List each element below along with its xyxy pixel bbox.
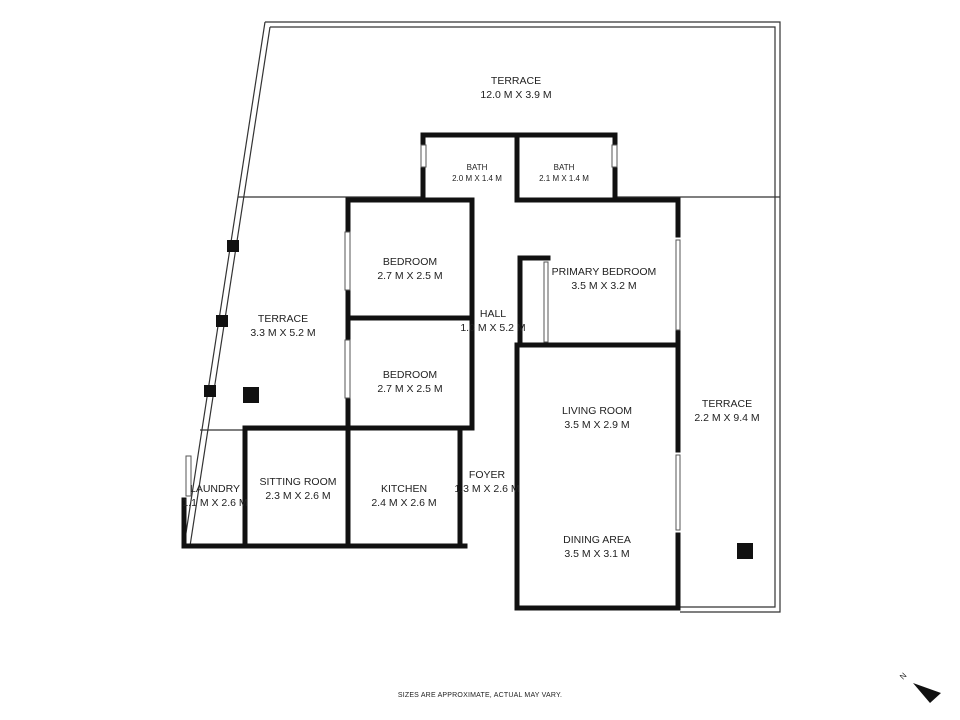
compass: N	[898, 671, 941, 703]
room-hall: HALL 1.0 M X 5.2 M	[460, 308, 525, 334]
room-laundry: LAUNDRY 1.1 M X 2.6 M	[182, 483, 247, 509]
room-name: LIVING ROOM	[562, 405, 632, 417]
room-name: BATH	[467, 163, 488, 172]
room-size: 2.0 M X 1.4 M	[452, 174, 502, 183]
room-living: LIVING ROOM 3.5 M X 2.9 M	[562, 405, 632, 431]
room-name: TERRACE	[258, 313, 308, 325]
room-name: BATH	[554, 163, 575, 172]
compass-arrow-icon	[913, 683, 941, 703]
windows	[185, 144, 681, 531]
room-name: LAUNDRY	[190, 483, 240, 495]
room-name: BEDROOM	[383, 256, 437, 268]
room-terrace-right: TERRACE 2.2 M X 9.4 M	[694, 398, 759, 424]
room-name: DINING AREA	[563, 534, 631, 546]
room-size: 1.0 M X 5.2 M	[460, 322, 525, 334]
room-size: 3.5 M X 2.9 M	[564, 419, 629, 431]
room-bath-1: BATH 2.0 M X 1.4 M	[452, 163, 502, 183]
room-name: TERRACE	[702, 398, 752, 410]
room-name: KITCHEN	[381, 483, 427, 495]
pillars	[204, 240, 753, 559]
room-size: 1.3 M X 2.6 M	[454, 483, 519, 495]
room-size: 2.1 M X 1.4 M	[539, 174, 589, 183]
room-name: FOYER	[469, 469, 506, 481]
room-foyer: FOYER 1.3 M X 2.6 M	[454, 469, 519, 495]
compass-north-label: N	[898, 671, 909, 682]
room-sitting: SITTING ROOM 2.3 M X 2.6 M	[260, 476, 337, 502]
room-name: SITTING ROOM	[260, 476, 337, 488]
room-terrace-left: TERRACE 3.3 M X 5.2 M	[250, 313, 315, 339]
room-bath-2: BATH 2.1 M X 1.4 M	[539, 163, 589, 183]
room-name: PRIMARY BEDROOM	[552, 266, 657, 278]
room-terrace-top: TERRACE 12.0 M X 3.9 M	[480, 75, 551, 101]
room-size: 1.1 M X 2.6 M	[182, 497, 247, 509]
room-name: HALL	[480, 308, 506, 320]
room-size: 2.7 M X 2.5 M	[377, 270, 442, 282]
room-dining: DINING AREA 3.5 M X 3.1 M	[563, 534, 631, 560]
room-primary-bedroom: PRIMARY BEDROOM 3.5 M X 3.2 M	[552, 266, 657, 292]
room-size: 2.7 M X 2.5 M	[377, 383, 442, 395]
room-bedroom-2: BEDROOM 2.7 M X 2.5 M	[377, 369, 442, 395]
terrace-outline	[183, 21, 781, 613]
walls	[181, 132, 681, 611]
room-name: TERRACE	[491, 75, 541, 87]
room-name: BEDROOM	[383, 369, 437, 381]
room-size: 3.3 M X 5.2 M	[250, 327, 315, 339]
room-size: 2.4 M X 2.6 M	[371, 497, 436, 509]
room-size: 2.3 M X 2.6 M	[265, 490, 330, 502]
room-size: 3.5 M X 3.2 M	[571, 280, 636, 292]
room-kitchen: KITCHEN 2.4 M X 2.6 M	[371, 483, 436, 509]
room-size: 12.0 M X 3.9 M	[480, 89, 551, 101]
disclaimer-text: SIZES ARE APPROXIMATE, ACTUAL MAY VARY.	[398, 692, 562, 699]
room-size: 2.2 M X 9.4 M	[694, 412, 759, 424]
room-size: 3.5 M X 3.1 M	[564, 548, 629, 560]
room-bedroom-1: BEDROOM 2.7 M X 2.5 M	[377, 256, 442, 282]
